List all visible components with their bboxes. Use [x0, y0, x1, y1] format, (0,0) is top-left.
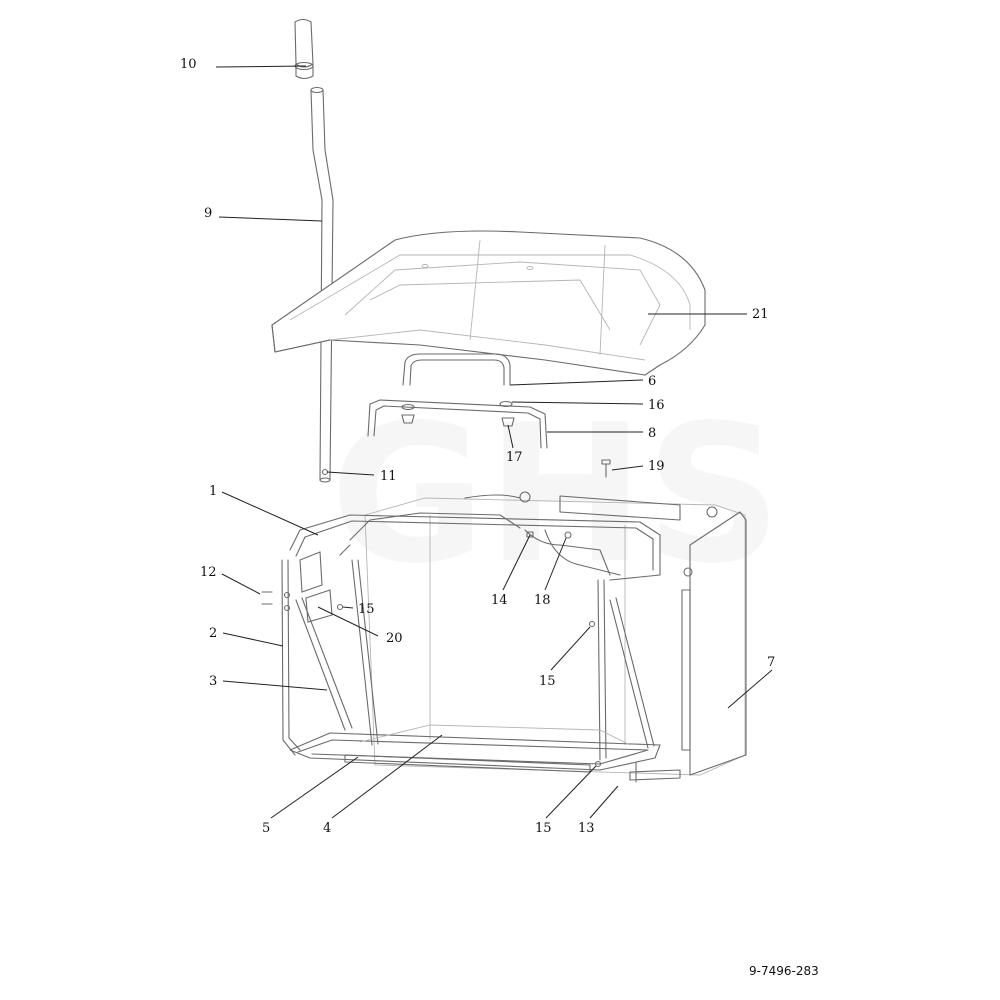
callout-labels: 10 9 21 6 16 8 17 11 19 1 12 15 20 14 18… [180, 57, 775, 836]
watermark-text: GHS [330, 384, 782, 605]
leader-lines [215, 65, 773, 819]
callout-9: 9 [204, 206, 212, 221]
part-15-nuts [336, 603, 602, 768]
callout-11: 11 [380, 469, 397, 484]
callout-20: 20 [386, 631, 403, 646]
callout-5: 5 [262, 821, 270, 836]
callout-12: 12 [200, 565, 217, 580]
part-11-screw [321, 468, 329, 476]
callout-15-left: 15 [358, 602, 375, 617]
callout-2: 2 [209, 626, 217, 641]
diagram-reference: 9-7496-283 [749, 964, 819, 978]
callout-21: 21 [752, 307, 769, 322]
callout-15-bottom: 15 [535, 821, 552, 836]
watermark-logo: GHS [330, 384, 782, 605]
part-5-bottom-frame [289, 732, 661, 771]
part-8-lid-bracket [367, 399, 548, 449]
callout-1: 1 [209, 484, 217, 499]
part-1-top-frame [289, 512, 661, 581]
part-20-brackets [299, 551, 333, 623]
part-18-bolt [564, 531, 572, 539]
callout-17: 17 [506, 450, 523, 465]
part-10-handle-grip [294, 18, 314, 80]
callout-10: 10 [180, 57, 197, 72]
callout-16: 16 [648, 398, 665, 413]
callout-13: 13 [578, 821, 595, 836]
part-17-nuts [401, 414, 515, 427]
callout-18: 18 [534, 593, 551, 608]
callout-8: 8 [648, 426, 656, 441]
callout-7: 7 [767, 655, 775, 670]
callout-19: 19 [648, 459, 665, 474]
callout-6: 6 [648, 374, 656, 389]
part-14-bolt [526, 531, 534, 538]
callout-4: 4 [323, 821, 331, 836]
part-13-axle-pins [629, 761, 681, 783]
part-19-bolt [601, 459, 611, 478]
part-6-lid-handle [402, 353, 511, 386]
callout-15-mid: 15 [539, 674, 556, 689]
callout-3: 3 [209, 674, 217, 689]
part-3-side-strut [295, 559, 655, 749]
callout-14: 14 [491, 593, 508, 608]
part-21-box-lid [271, 230, 706, 376]
part-12-bolts [261, 591, 291, 612]
